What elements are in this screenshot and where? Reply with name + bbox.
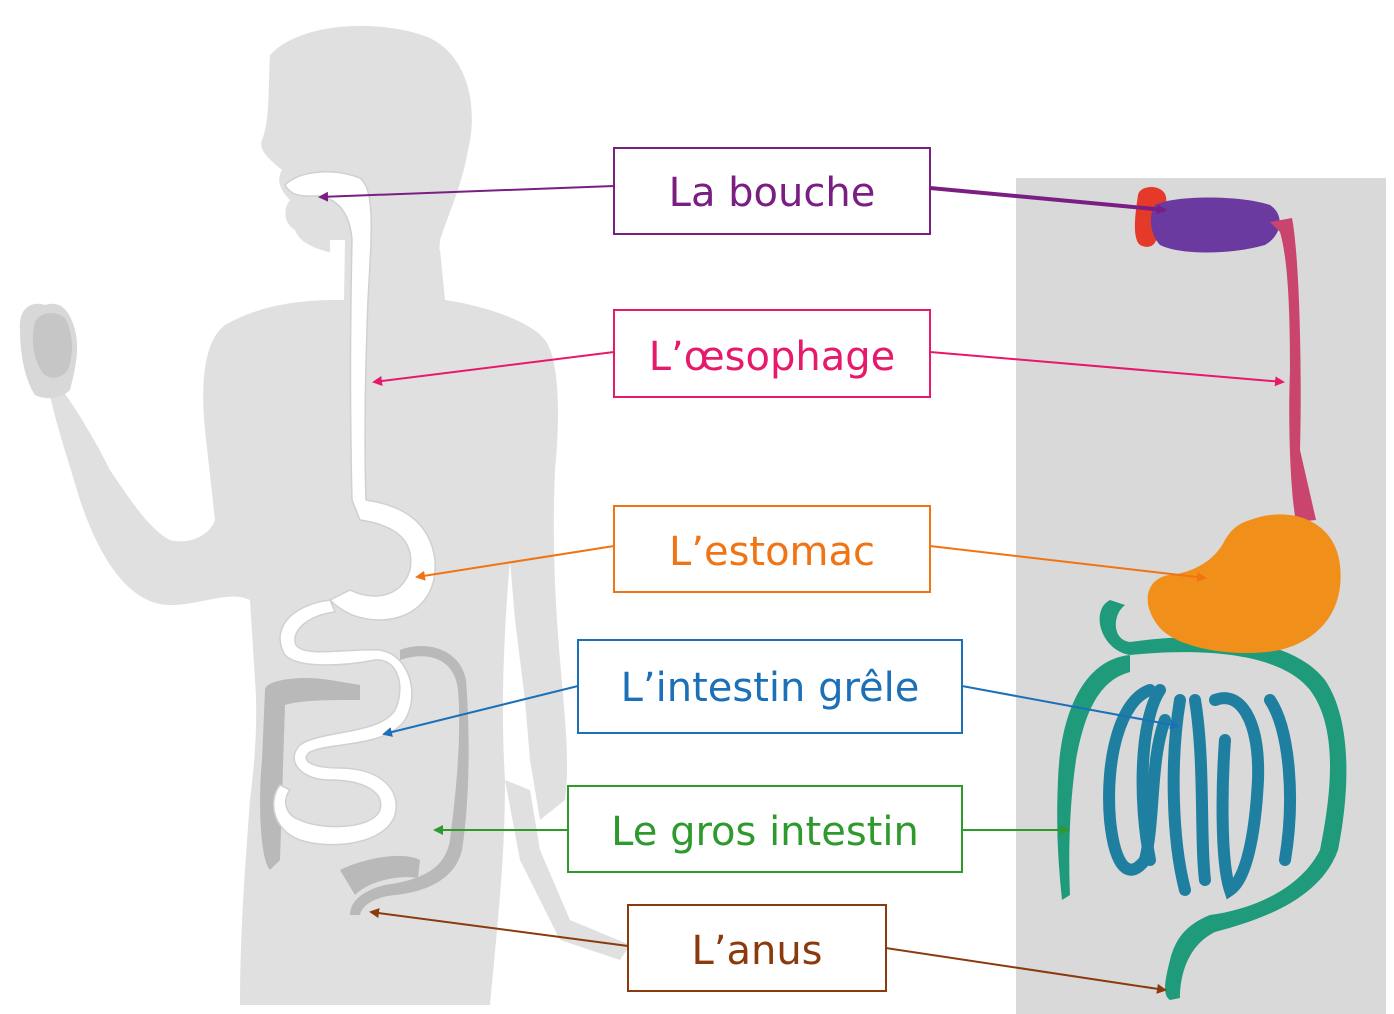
play-dough-photo [1016,178,1386,1014]
label-bouche-text: La bouche [669,170,876,216]
label-gros-intestin: Le gros intestin [568,786,962,872]
label-oesophage: L’œsophage [614,310,930,397]
label-anus: L’anus [628,905,886,991]
label-estomac-text: L’estomac [669,529,875,575]
label-intestin-grele-text: L’intestin grêle [621,665,920,711]
label-bouche: La bouche [614,148,930,234]
label-estomac: L’estomac [614,506,930,592]
label-anus-text: L’anus [691,928,822,974]
label-gros-intestin-text: Le gros intestin [611,809,919,855]
label-oesophage-text: L’œsophage [649,334,895,380]
label-intestin-grele: L’intestin grêle [578,640,962,733]
clay-mouth [1151,198,1280,253]
